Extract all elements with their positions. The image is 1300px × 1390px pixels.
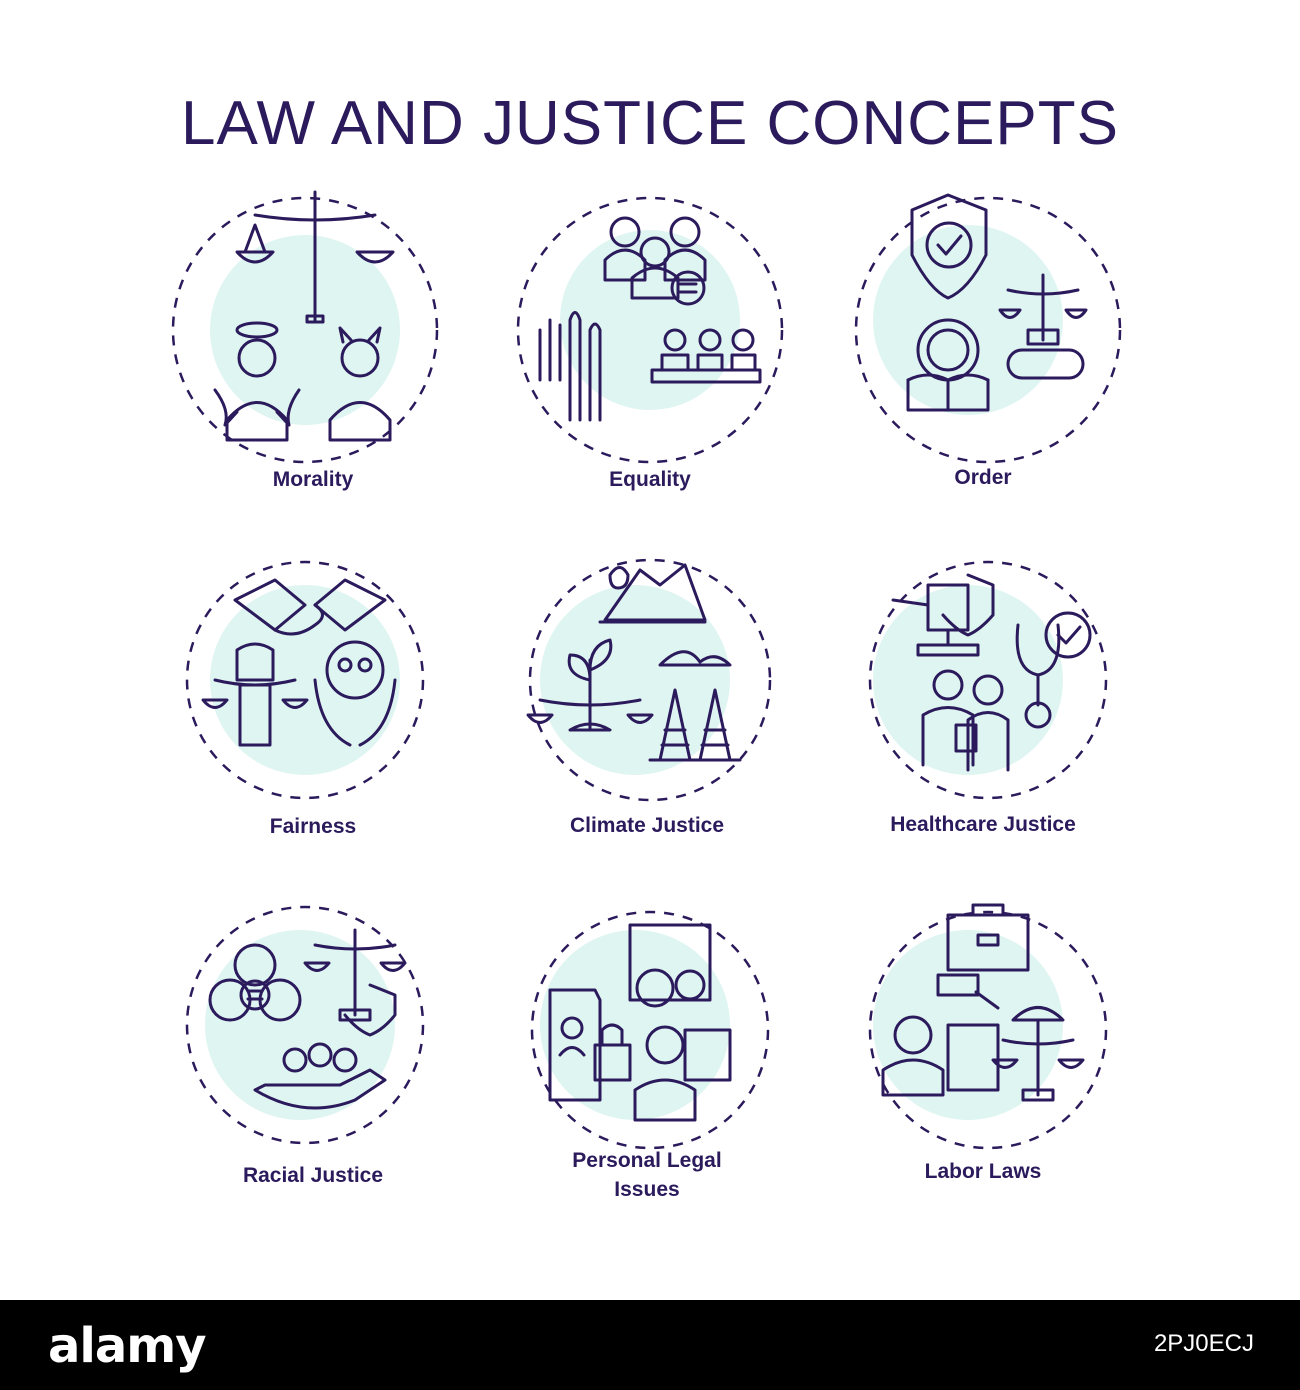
label-order: Order: [954, 466, 1012, 489]
fairness-icon: [155, 530, 455, 830]
label-racial-justice: Racial Justice: [242, 1164, 384, 1187]
equality-icon: [500, 180, 800, 480]
label-labor-laws: Labor Laws: [924, 1160, 1042, 1183]
label-line: Personal Legal Issues: [572, 1149, 722, 1201]
label-healthcare-justice: Healthcare Justice: [890, 813, 1076, 836]
label-climate-justice: Climate Justice: [569, 814, 725, 837]
climate-justice-icon: [500, 530, 800, 830]
order-icon: [838, 180, 1138, 480]
label-equality: Equality: [609, 468, 691, 491]
personal-legal-issues-icon: [500, 880, 800, 1180]
label-morality: Morality: [272, 468, 354, 491]
stock-bar: alamy 2PJ0ECJ: [0, 1300, 1300, 1390]
stock-image-id: 2PJ0ECJ: [1153, 1330, 1254, 1357]
morality-icon: [155, 180, 455, 480]
stock-logo: alamy: [48, 1318, 207, 1374]
healthcare-justice-icon: [838, 530, 1138, 830]
racial-justice-icon: [155, 875, 455, 1175]
label-personal-legal-issues: Personal Legal Issues: [497, 1146, 797, 1204]
page-title: LAW AND JUSTICE CONCEPTS: [180, 89, 1120, 158]
label-fairness: Fairness: [269, 815, 357, 838]
labor-laws-icon: [838, 880, 1138, 1180]
